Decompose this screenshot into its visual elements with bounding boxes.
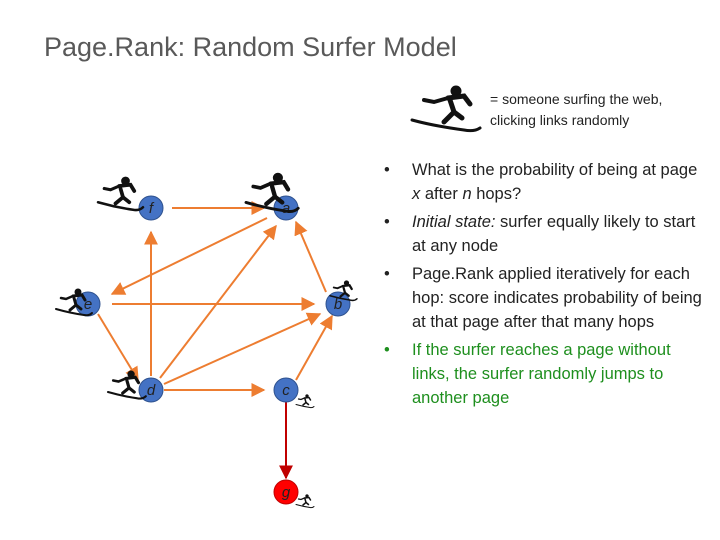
bullet-symbol: • xyxy=(384,161,390,179)
edge-b-a xyxy=(294,220,327,293)
node-c: c xyxy=(273,377,299,403)
edge-d-a xyxy=(159,224,277,379)
surfer-icon xyxy=(295,493,315,509)
edge-e-d xyxy=(97,313,139,382)
bullet-item-probability: • What is the probability of being at pa… xyxy=(380,158,710,206)
bullet-symbol: • xyxy=(384,265,390,283)
node-a-label: a xyxy=(282,200,290,217)
bullet-var-n: n xyxy=(462,185,472,203)
bullet-text: If the surfer reaches a page without lin… xyxy=(412,341,671,407)
bullet-text: Page.Rank applied iteratively for each h… xyxy=(412,265,702,331)
node-c-label: c xyxy=(282,382,290,399)
bullet-var-x: x xyxy=(412,185,421,203)
bullet-emphasis: Initial state: xyxy=(412,213,496,231)
legend-text: = someone surfing the web, clicking link… xyxy=(490,89,662,131)
node-d-label: d xyxy=(147,382,156,399)
bullet-text: surfer equally likely to start at any no… xyxy=(412,213,696,255)
bullet-item-iterative: • Page.Rank applied iteratively for each… xyxy=(380,262,710,334)
edge-c-b xyxy=(295,314,333,381)
bullet-item-initial-state: • Initial state: surfer equally likely t… xyxy=(380,210,710,258)
node-b-label: b xyxy=(334,296,342,313)
surfer-icon xyxy=(410,85,482,133)
node-g: g xyxy=(273,479,299,505)
edge-d-b xyxy=(163,312,322,385)
bullet-item-dangling: • If the surfer reaches a page without l… xyxy=(380,338,710,410)
node-f: f xyxy=(138,195,164,221)
legend-line-2: clicking links randomly xyxy=(490,112,630,128)
bullet-text: hops? xyxy=(471,185,522,203)
legend-line-1: = someone surfing the web, xyxy=(490,91,663,107)
bullet-text: What is the probability of being at page xyxy=(412,161,698,179)
edge-a-e xyxy=(110,217,268,295)
bullet-list: • What is the probability of being at pa… xyxy=(380,158,710,414)
node-f-label: f xyxy=(149,200,155,217)
bullet-text: after xyxy=(420,185,463,203)
bullet-symbol: • xyxy=(384,213,390,231)
node-g-label: g xyxy=(282,484,291,501)
bullet-symbol: • xyxy=(384,341,390,359)
page-title: Page.Rank: Random Surfer Model xyxy=(44,32,457,62)
surfer-icon xyxy=(295,393,315,409)
node-e-label: e xyxy=(84,296,92,313)
surfer-icon xyxy=(96,175,145,212)
node-b: b xyxy=(325,291,351,317)
